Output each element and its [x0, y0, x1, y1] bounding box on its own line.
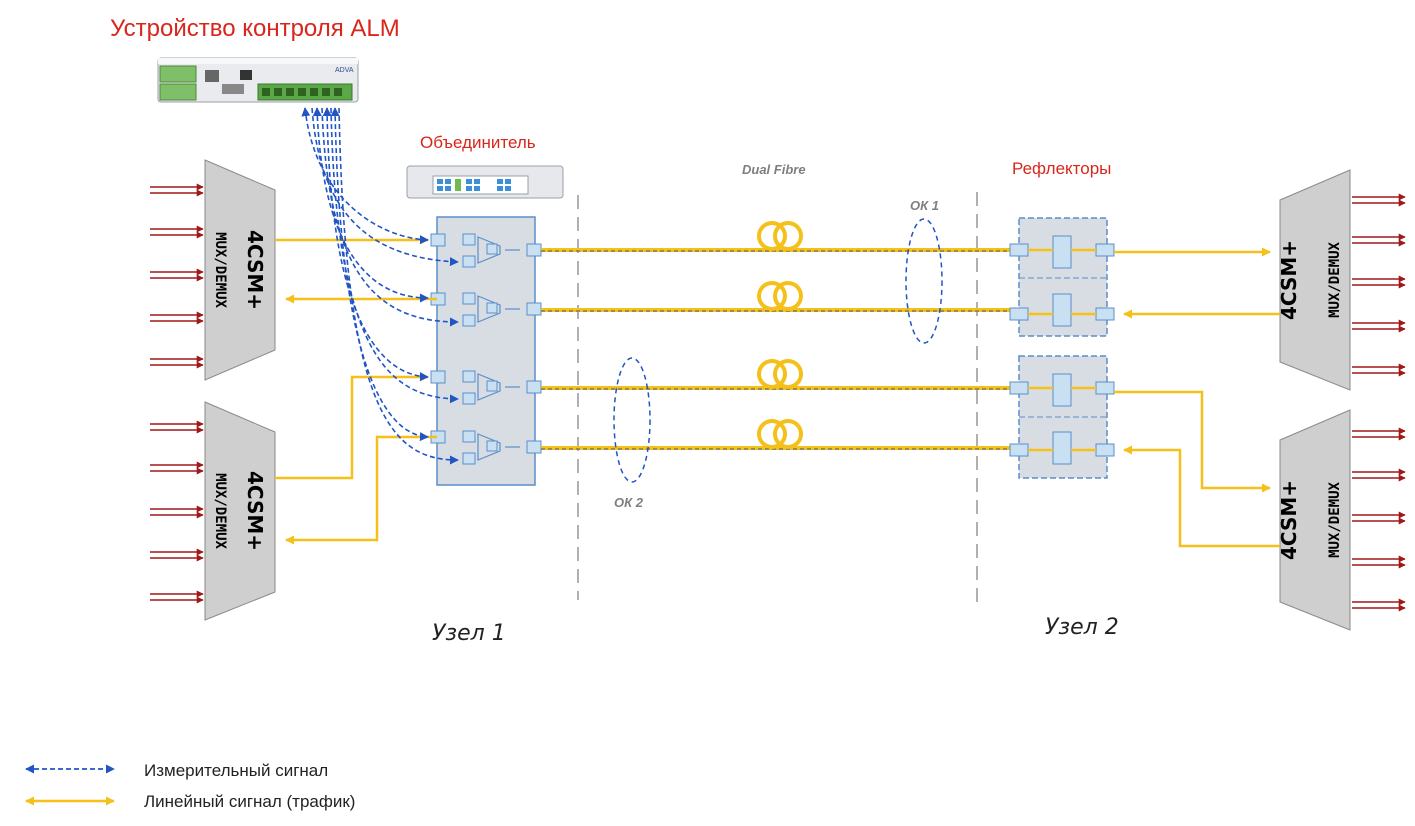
node2-label: Узел 2	[1045, 615, 1119, 640]
reflector-port-out	[1095, 381, 1115, 395]
legend-measure-label: Измерительный сигнал	[144, 761, 328, 780]
coupler-port	[462, 370, 476, 383]
measurement-signals	[301, 107, 459, 465]
combiner-port-out	[526, 380, 542, 394]
legend: Измерительный сигнал Линейный сигнал (тр…	[25, 761, 355, 811]
fibre-coil	[757, 281, 787, 311]
mux-subtitle: MUX/DEMUX	[212, 232, 228, 308]
mux-right-bottom: 4CSM+ MUX/DEMUX	[1277, 409, 1351, 631]
combiner-label: Объединитель	[420, 133, 536, 152]
reflector-port-in	[1009, 381, 1029, 395]
fibre-coil	[757, 419, 787, 449]
coupler-port	[462, 430, 476, 443]
fibre-coil	[757, 221, 787, 251]
reflector-port-out	[1095, 307, 1115, 321]
mux-title: 4CSM+	[243, 471, 267, 551]
fibre-label: Dual Fibre	[742, 162, 806, 177]
cable-ok2-label: ОК 2	[614, 495, 644, 510]
combiner-port-in	[430, 233, 446, 247]
coupler-port	[462, 392, 476, 405]
legend-traffic-label: Линейный сигнал (трафик)	[144, 792, 355, 811]
client-ports	[150, 183, 1406, 612]
coupler-port	[462, 292, 476, 305]
combiner-couplers	[430, 233, 542, 465]
combiner-block	[436, 216, 536, 486]
page-title: Устройство контроля ALM	[110, 15, 400, 42]
mux-subtitle: MUX/DEMUX	[212, 473, 228, 549]
mux-title: 4CSM+	[1277, 480, 1301, 560]
reflector-port-out	[1095, 243, 1115, 257]
reflector-port-out	[1095, 443, 1115, 457]
reflectors-label: Рефлекторы	[1012, 159, 1111, 178]
coupler-port	[486, 440, 498, 452]
mux-subtitle: MUX/DEMUX	[1327, 482, 1343, 558]
fibre-coil	[773, 359, 803, 389]
coupler-port	[486, 380, 498, 392]
cable-ok1-marker	[905, 218, 943, 344]
alm-device: ADVA	[157, 57, 359, 103]
cable-ok2-marker	[613, 357, 651, 483]
reflector-port-in	[1009, 243, 1029, 257]
mux-left-bottom: 4CSM+ MUX/DEMUX	[204, 401, 276, 621]
svg-text:ADVA: ADVA	[335, 67, 354, 74]
combiner-port-out	[526, 440, 542, 454]
coupler-port	[486, 243, 498, 255]
mux-title: 4CSM+	[1277, 240, 1301, 320]
reflector-port-in	[1009, 307, 1029, 321]
reflector-element	[1052, 293, 1072, 327]
mux-left-top: 4CSM+ MUX/DEMUX	[204, 159, 276, 381]
coupler-symbol	[477, 236, 501, 264]
reflector-element	[1052, 235, 1072, 269]
mux-right-top: 4CSM+ MUX/DEMUX	[1277, 169, 1351, 391]
coupler-port	[462, 314, 476, 327]
mux-subtitle: MUX/DEMUX	[1327, 242, 1343, 318]
combiner-device	[406, 165, 564, 199]
coupler-port	[486, 302, 498, 314]
combiner-port-in	[430, 370, 446, 384]
combiner-port-out	[526, 302, 542, 316]
reflector-elements	[1009, 235, 1115, 465]
dual-fibre-lines	[541, 221, 1019, 450]
fibre-coil	[757, 359, 787, 389]
coupler-port	[462, 452, 476, 465]
coupler-symbol	[477, 433, 501, 461]
combiner-port-out	[526, 243, 542, 257]
reflector-element	[1052, 431, 1072, 465]
coupler-symbol	[477, 295, 501, 323]
reflector-element	[1052, 373, 1072, 407]
coupler-symbol	[477, 373, 501, 401]
fibre-coil	[773, 281, 803, 311]
coupler-port	[462, 233, 476, 246]
traffic-right	[1114, 247, 1280, 548]
fibre-coil	[773, 419, 803, 449]
fibre-coil	[773, 221, 803, 251]
coupler-port	[462, 255, 476, 268]
cable-ok1-label: ОК 1	[910, 198, 939, 213]
node1-label: Узел 1	[432, 621, 506, 646]
reflector-port-in	[1009, 443, 1029, 457]
mux-title: 4CSM+	[243, 230, 267, 310]
